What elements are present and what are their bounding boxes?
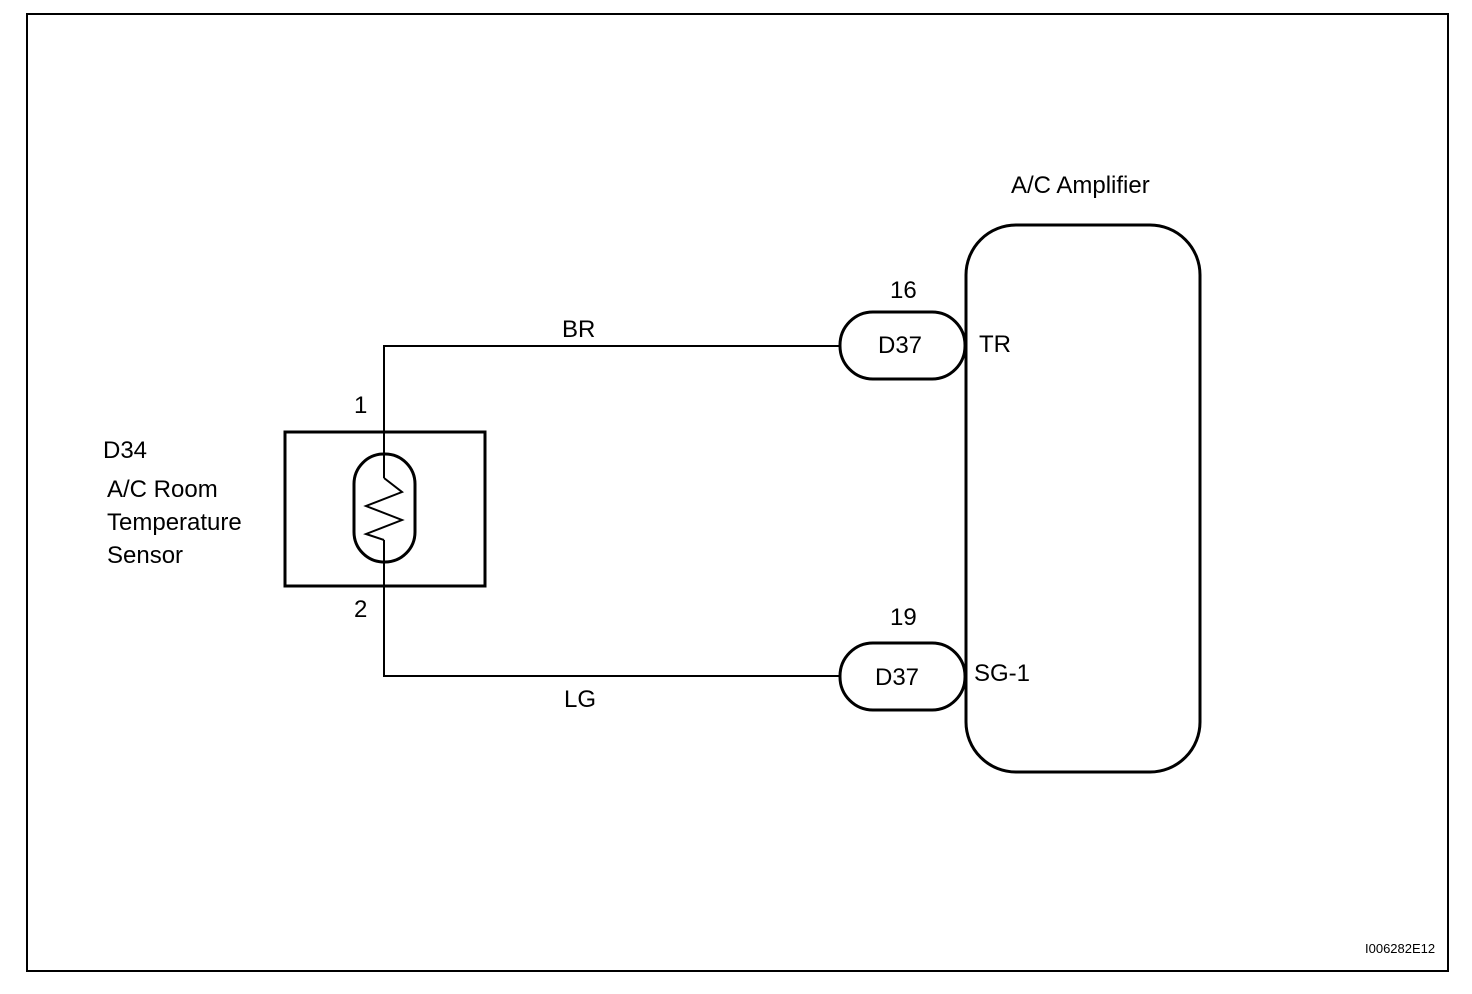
wire-lg (383, 540, 842, 677)
connector-bottom-code: D37 (875, 664, 920, 691)
diagram-frame (26, 13, 1449, 972)
wire-color-bottom: LG (564, 686, 597, 713)
sensor-pin-top: 1 (354, 392, 368, 419)
sensor-pin-bottom: 2 (354, 596, 368, 623)
sensor-code: D34 (103, 437, 148, 464)
amplifier-terminal-tr: TR (979, 331, 1011, 358)
resistor-symbol (363, 477, 405, 541)
connector-top-pin: 16 (890, 277, 917, 304)
wire-br (383, 345, 842, 478)
amplifier-block (964, 223, 1202, 774)
figure-id: I006282E12 (1365, 941, 1436, 956)
sensor-name-line3: Sensor (107, 542, 184, 569)
wire-color-top: BR (562, 316, 596, 343)
amplifier-title: A/C Amplifier (1011, 172, 1150, 199)
sensor-name: A/C Room Temperature Sensor (107, 473, 242, 572)
sensor-name-line1: A/C Room (107, 476, 218, 503)
sensor-name-line2: Temperature (107, 509, 242, 536)
connector-top-code: D37 (878, 332, 923, 359)
amplifier-terminal-sg1: SG-1 (974, 660, 1031, 687)
connector-bottom-pin: 19 (890, 604, 917, 631)
